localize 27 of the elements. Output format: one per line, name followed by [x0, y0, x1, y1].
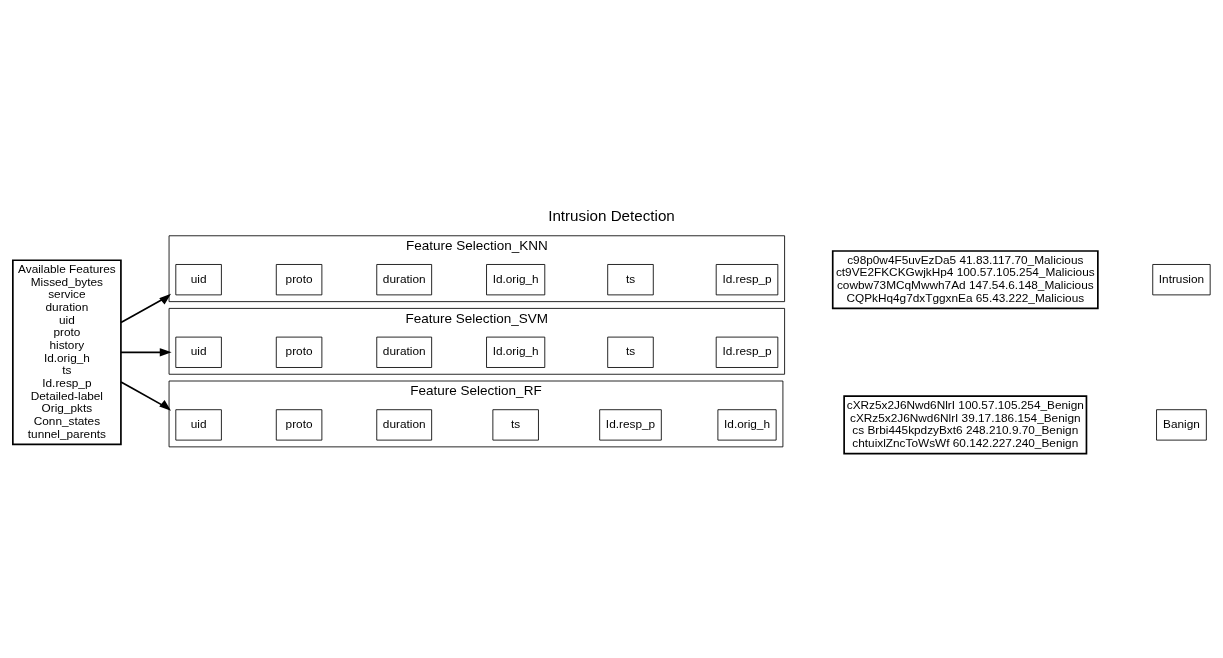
node-box: c98p0w4F5uvEzDa5 41.83.117.70_Malicious ct9VE2FKCKGwjkHp4 100.57.105.254_Malicious cowbw73MCqMwwh7Ad 147.54.6.148_Malicious CQPkHq4g7dxTggxnEa 65.43.222_Malicious [831, 249, 1099, 309]
node-box: ts [492, 408, 539, 441]
diagram-title: Intrusion Detection [548, 206, 675, 224]
node-box: Id.orig_h [486, 336, 546, 368]
arrow [120, 380, 171, 411]
node-box: uid [175, 263, 222, 295]
node-box: Id.resp_p [715, 263, 779, 295]
node-box: Id.resp_p [599, 408, 662, 441]
node-box: uid [175, 408, 222, 441]
node-box: Id.orig_h [486, 263, 546, 295]
node-box: duration [376, 263, 433, 295]
node-box: proto [275, 263, 323, 295]
node-box: proto [275, 408, 323, 441]
node-box: ts [607, 263, 654, 295]
node-box: proto [275, 336, 323, 368]
node-box: ts [607, 336, 654, 368]
node-box: cXRz5x2J6Nwd6NlrI 100.57.105.254_Benign cXRz5x2J6Nwd6NlrI 39.17.186.154_Benign cs Brbi445kpdzyBxt6 248.210.9.70_Benign chtuixlZncToWsWf 60.142.227.240_Benign [843, 394, 1088, 454]
node-box: Id.orig_h [717, 408, 777, 441]
node-box: Available Features Missed_bytes service duration uid proto history Id.orig_h ts Id.resp_p Detailed-label Orig_pkts Conn_states tunnel_parents [12, 258, 122, 445]
node-box: duration [376, 408, 433, 441]
node-box: uid [175, 336, 222, 368]
node-box: Id.resp_p [715, 336, 779, 368]
node-box: duration [376, 336, 433, 368]
arrow [120, 293, 171, 323]
node-box: Intrusion [1152, 263, 1211, 295]
arrow [120, 347, 172, 356]
node-box: Banign [1156, 408, 1207, 441]
